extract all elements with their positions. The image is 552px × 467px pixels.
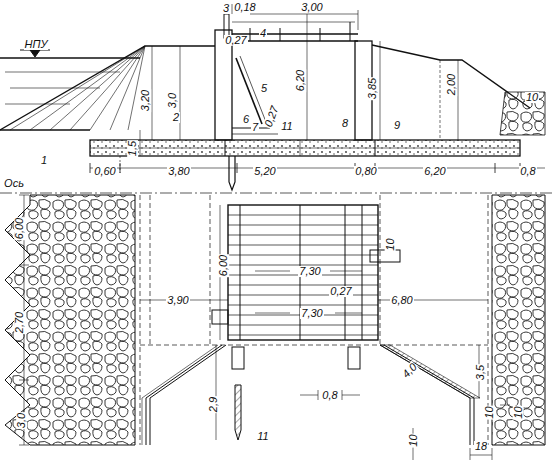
dimension-label: 3,5 <box>475 363 486 380</box>
section-view <box>0 4 545 190</box>
grid-stroke <box>228 285 378 286</box>
dimension-label: 7,30 <box>300 308 323 319</box>
grid-stroke <box>228 235 378 236</box>
dimension-label: 3,0 <box>167 91 178 108</box>
dimension-label: 3,0 <box>16 411 27 428</box>
dimension-label: 3,90 <box>166 295 189 306</box>
dimension-label: 0,60 <box>93 166 116 177</box>
dimension-label: 2,70 <box>14 310 25 333</box>
grid-stroke <box>228 245 378 246</box>
callout-number: 7 <box>251 122 259 133</box>
dimension-label: 5,20 <box>253 166 276 177</box>
grid-stroke <box>228 255 378 256</box>
callout-number: 18 <box>474 441 488 452</box>
callout-number: 6 <box>242 114 250 125</box>
callout-number: 10 <box>484 405 495 419</box>
callout-number: 10 <box>385 237 396 251</box>
dimension-label: 2,00 <box>446 72 457 95</box>
grid-stroke <box>228 305 378 306</box>
callout-number: 5 <box>260 83 268 94</box>
dimension-label: 6,00 <box>218 253 229 276</box>
callout-number: 4 <box>259 28 267 39</box>
callout-number: 10 <box>513 405 524 419</box>
grid-stroke <box>228 335 378 336</box>
dimension-label: 0,27 <box>224 35 247 46</box>
dimension-label: 3,85 <box>367 76 378 99</box>
grid-stroke <box>228 225 378 226</box>
dimension-label: 0,8 <box>321 390 338 401</box>
grid-stroke <box>228 325 378 326</box>
callout-number: 8 <box>341 118 349 129</box>
callout-number: 1 <box>40 155 48 166</box>
dimension-label: 7,30 <box>298 266 321 277</box>
dimension-label: 6,80 <box>390 295 413 306</box>
grid-stroke <box>228 215 378 216</box>
dimension-label: 3,20 <box>140 88 151 111</box>
plan-view <box>0 193 552 460</box>
dimension-label: 6,00 <box>14 216 25 239</box>
dimension-label: 2,9 <box>208 395 219 412</box>
dimension-label: Ось <box>3 178 25 189</box>
dimension-label: 0,80 <box>354 166 377 177</box>
callout-number: 9 <box>393 120 401 131</box>
callout-number: 11 <box>256 431 269 442</box>
dimension-label: 0,18 <box>233 2 256 13</box>
callout-number: 10 <box>408 433 419 447</box>
callout-number: 10 <box>525 92 539 103</box>
callout-number: 11 <box>280 121 293 132</box>
grid-stroke <box>228 295 378 296</box>
dimension-label: 4,0 <box>400 360 420 380</box>
dimension-label: 0,27 <box>263 103 281 129</box>
dimension-label: 3,00 <box>300 2 323 13</box>
dimension-label: 0,8 <box>519 166 536 177</box>
dimension-label: НПУ <box>24 39 49 50</box>
dimension-label: 6,20 <box>295 68 306 91</box>
dimension-label: 1,5 <box>127 139 138 156</box>
dimension-label: 3,80 <box>167 166 190 177</box>
callout-number: 3 <box>222 3 230 14</box>
dimension-label: 0,27 <box>329 286 352 297</box>
callout-number: 2 <box>172 112 180 123</box>
dimension-label: 6,20 <box>423 166 446 177</box>
